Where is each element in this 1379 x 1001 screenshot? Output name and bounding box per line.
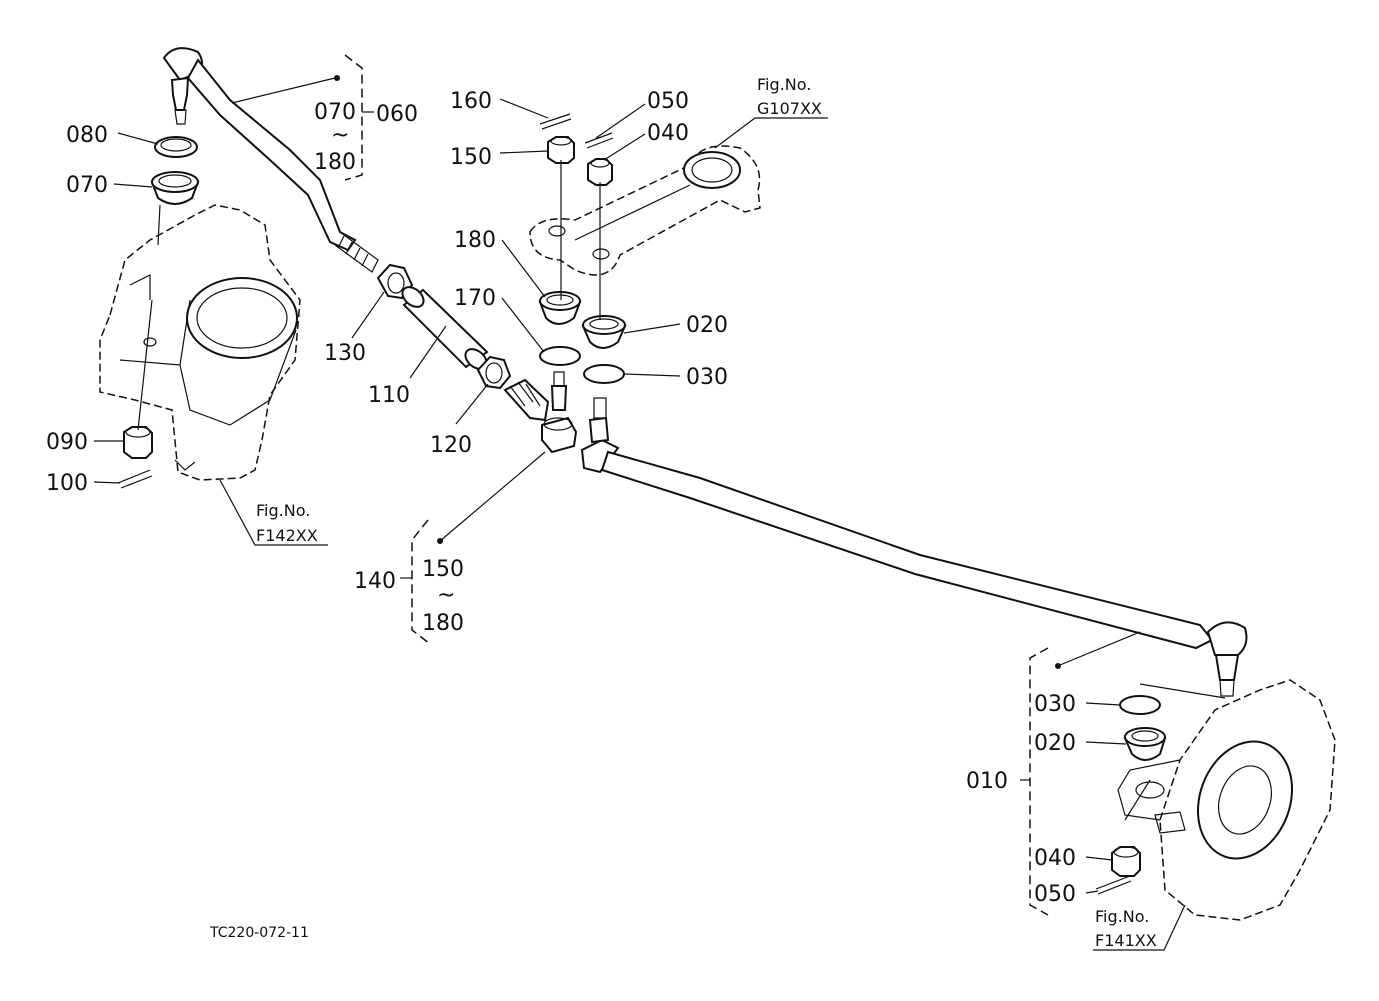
- leader-lines: [93, 75, 1186, 951]
- ring-030-right: [1119, 695, 1161, 715]
- bracket-140: [400, 519, 431, 645]
- cotter-pin-050-top: [584, 132, 614, 149]
- label-140: 140: [354, 569, 396, 594]
- label-150: 150: [450, 145, 492, 170]
- label-050-top: 050: [647, 89, 689, 114]
- cotter-pin-050-right: [1095, 875, 1132, 895]
- sleeve-110: [401, 286, 489, 370]
- label-070-left: 070: [66, 173, 108, 198]
- label-180-range-mid: 180: [422, 611, 464, 636]
- dust-cover-070-left: [150, 171, 200, 205]
- drawing-code: TC220-072-11: [209, 925, 309, 941]
- figure-references: Fig.No. G107XX Fig.No. F142XX Fig.No. F1…: [256, 75, 1157, 950]
- fig-ref-g107-code: G107XX: [757, 99, 822, 118]
- label-120: 120: [430, 433, 472, 458]
- left-tie-rod-end: [162, 47, 379, 273]
- long-tie-rod: [580, 397, 1248, 697]
- seal-ring-080-left: [154, 136, 198, 158]
- label-030-mid: 030: [686, 365, 728, 390]
- label-130: 130: [324, 341, 366, 366]
- label-050-right: 050: [1034, 882, 1076, 907]
- part-labels: 080 070 090 100 070 ~ 180 060 130 110 12…: [46, 89, 1076, 907]
- label-100: 100: [46, 471, 88, 496]
- fig-ref-f142-title: Fig.No.: [256, 501, 310, 520]
- nut-150: [547, 136, 575, 164]
- label-090: 090: [46, 430, 88, 455]
- label-020-mid: 020: [686, 313, 728, 338]
- label-150-range: 150: [422, 557, 464, 582]
- nut-040-right: [1111, 846, 1141, 877]
- cotter-pin-100: [117, 469, 153, 489]
- label-030-right: 030: [1034, 692, 1076, 717]
- label-110: 110: [368, 383, 410, 408]
- tie-rod-end-140: [503, 371, 578, 454]
- label-170: 170: [454, 286, 496, 311]
- label-160: 160: [450, 89, 492, 114]
- dust-cover-180: [538, 291, 582, 325]
- ring-030-mid: [583, 364, 625, 384]
- label-070-range: 070: [314, 100, 356, 125]
- cotter-pin-160: [539, 113, 572, 130]
- fig-ref-f141-code: F141XX: [1095, 931, 1157, 950]
- label-020-right: 020: [1034, 731, 1076, 756]
- fig-ref-f142-code: F142XX: [256, 526, 318, 545]
- nut-040-top: [587, 158, 613, 186]
- label-040-right: 040: [1034, 846, 1076, 871]
- bracket-060: [344, 54, 374, 181]
- nut-090: [123, 426, 153, 459]
- label-040-top: 040: [647, 121, 689, 146]
- bracket-010: [1020, 647, 1049, 916]
- label-tilde-top: ~: [331, 123, 349, 148]
- label-tilde-mid: ~: [437, 583, 455, 608]
- right-knuckle-housing: [1117, 679, 1336, 921]
- ring-170: [539, 346, 581, 366]
- fig-ref-f141-title: Fig.No.: [1095, 907, 1149, 926]
- pitman-arm: [529, 145, 761, 276]
- label-180-range-top: 180: [314, 150, 356, 175]
- label-180: 180: [454, 228, 496, 253]
- dust-cover-020-right: [1123, 727, 1167, 761]
- label-080-left: 080: [66, 123, 108, 148]
- dust-cover-020-mid: [581, 315, 627, 349]
- label-010: 010: [966, 769, 1008, 794]
- fig-ref-g107-title: Fig.No.: [757, 75, 811, 94]
- label-060: 060: [376, 102, 418, 127]
- left-knuckle-housing: [99, 204, 301, 481]
